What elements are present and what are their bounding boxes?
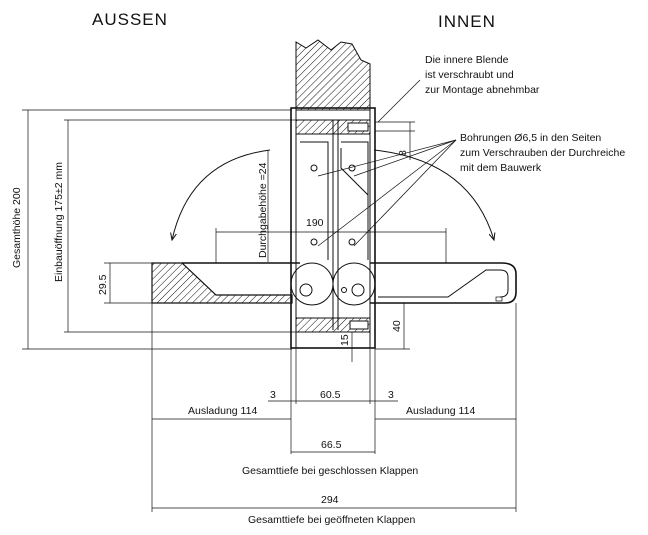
holes-note-line-3: mit dem Bauwerk (460, 162, 542, 174)
left-flap (151, 262, 300, 304)
dim-40: 40 (375, 302, 410, 350)
outside-heading: AUSSEN (92, 10, 168, 29)
dim-8-label: 8 (397, 150, 409, 156)
inner-cover-note-line-2: ist verschraubt und (425, 69, 514, 81)
dim-passage-height: Durchgabehöhe =24 (257, 150, 269, 262)
inner-cover-note-line-3: zur Montage abnehmbar (425, 84, 540, 96)
dim-install-opening: Einbauöffnung 175±2 mm (53, 119, 296, 333)
hole-3 (310, 238, 318, 246)
inside-heading: INNEN (438, 12, 496, 31)
leader-lines (317, 79, 457, 247)
right-roller (332, 262, 376, 306)
swing-arrows (172, 149, 494, 240)
depth-closed-label: Gesamttiefe bei geschlossen Klappen (242, 465, 418, 477)
dim-3-left-label: 3 (270, 389, 276, 401)
dim-15: 15 (339, 332, 353, 362)
dim-29-5: 29.5 (97, 262, 152, 304)
reach-right-label: Ausladung 114 (406, 405, 475, 417)
dim-294-label: 294 (321, 494, 339, 506)
holes-note-line-2: zum Verschrauben der Durchreiche (460, 147, 625, 159)
total-height-label: Gesamthöhe 200 (11, 187, 23, 268)
dim-29-5-label: 29.5 (97, 274, 109, 295)
dim-3-right-label: 3 (388, 389, 394, 401)
dim-reach (151, 303, 517, 512)
left-roller (290, 262, 334, 306)
dim-40-label: 40 (391, 320, 403, 332)
dim-60-5-label: 60.5 (320, 389, 341, 401)
dim-total-height: Gesamthöhe 200 (11, 109, 292, 350)
hole-1 (310, 164, 318, 172)
depth-open-label: Gesamttiefe bei geöffneten Klappen (248, 514, 416, 526)
passage-height-label: Durchgabehöhe =24 (257, 162, 269, 258)
dim-8: 8 (375, 121, 415, 160)
reach-left-label: Ausladung 114 (188, 405, 257, 417)
dim-15-label: 15 (339, 334, 351, 346)
pass-through-frame (290, 107, 376, 349)
holes-note-line-1: Bohrungen Ø6,5 in den Seiten (460, 132, 601, 144)
dim-190-label: 190 (306, 217, 324, 229)
dim-190: 190 (215, 217, 447, 263)
hole-4 (348, 238, 356, 246)
wall-section (295, 39, 371, 111)
dim-66-5-label: 66.5 (321, 439, 342, 451)
right-flap (370, 262, 517, 304)
install-opening-label: Einbauöffnung 175±2 mm (53, 162, 65, 282)
inner-cover-note-line-1: Die innere Blende (425, 54, 509, 66)
hinge-rollers (290, 262, 376, 306)
